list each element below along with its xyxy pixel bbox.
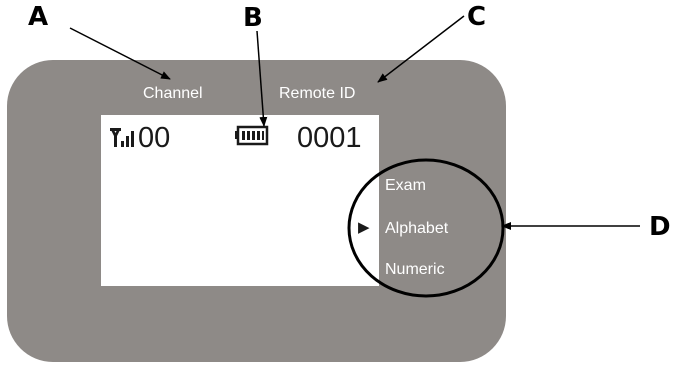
callout-c: C <box>467 4 486 30</box>
channel-value: 00 <box>138 124 170 153</box>
remote-id-value: 0001 <box>297 124 362 153</box>
callout-a: A <box>28 4 48 30</box>
channel-label: Channel <box>143 86 203 102</box>
menu-item-numeric[interactable]: Numeric <box>385 262 445 278</box>
menu-cursor-icon: ▶ <box>358 220 370 235</box>
menu-item-exam[interactable]: Exam <box>385 178 426 194</box>
menu-item-alphabet[interactable]: Alphabet <box>385 221 448 237</box>
callout-b: B <box>243 5 263 31</box>
remote-id-label: Remote ID <box>279 86 355 102</box>
callout-d: D <box>649 214 671 240</box>
